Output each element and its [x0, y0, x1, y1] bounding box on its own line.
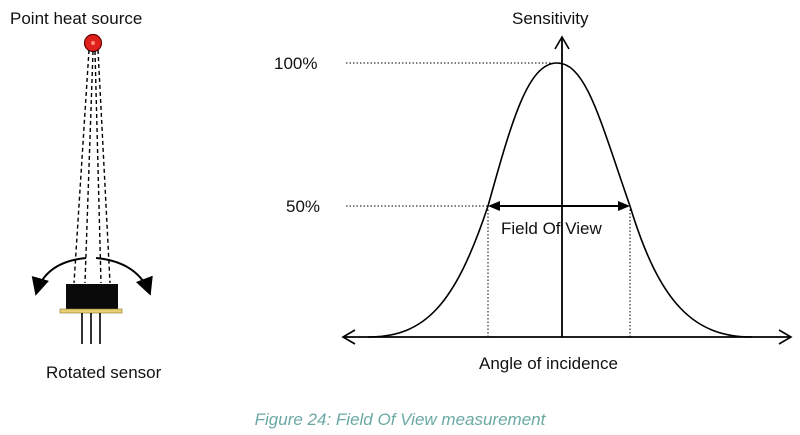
sensitivity-plot: Sensitivity 100% 50% Field O [274, 9, 793, 373]
source-label: Point heat source [10, 9, 142, 28]
tick-label-50: 50% [286, 197, 320, 216]
figure-caption: Figure 24: Field Of View measurement [255, 410, 547, 429]
tick-label-100: 100% [274, 54, 317, 73]
viewing-cone [73, 49, 111, 284]
x-axis-left-arrow-icon [341, 329, 356, 345]
x-axis-right-arrow-icon [778, 329, 793, 345]
reference-lines [346, 62, 631, 337]
heat-source-icon [83, 33, 103, 53]
y-axis-label: Sensitivity [512, 9, 589, 28]
fov-double-arrow-icon [488, 201, 630, 211]
sensor-setup: Point heat source Rotated sensor [10, 9, 162, 382]
sensor-label: Rotated sensor [46, 363, 162, 382]
y-axis-arrow-icon [554, 35, 570, 50]
rotation-arrow-icon [31, 257, 153, 296]
sensitivity-curve [367, 62, 753, 338]
sensor-icon [59, 284, 123, 344]
fov-label: Field Of View [501, 219, 603, 238]
x-axis-label: Angle of incidence [479, 354, 618, 373]
